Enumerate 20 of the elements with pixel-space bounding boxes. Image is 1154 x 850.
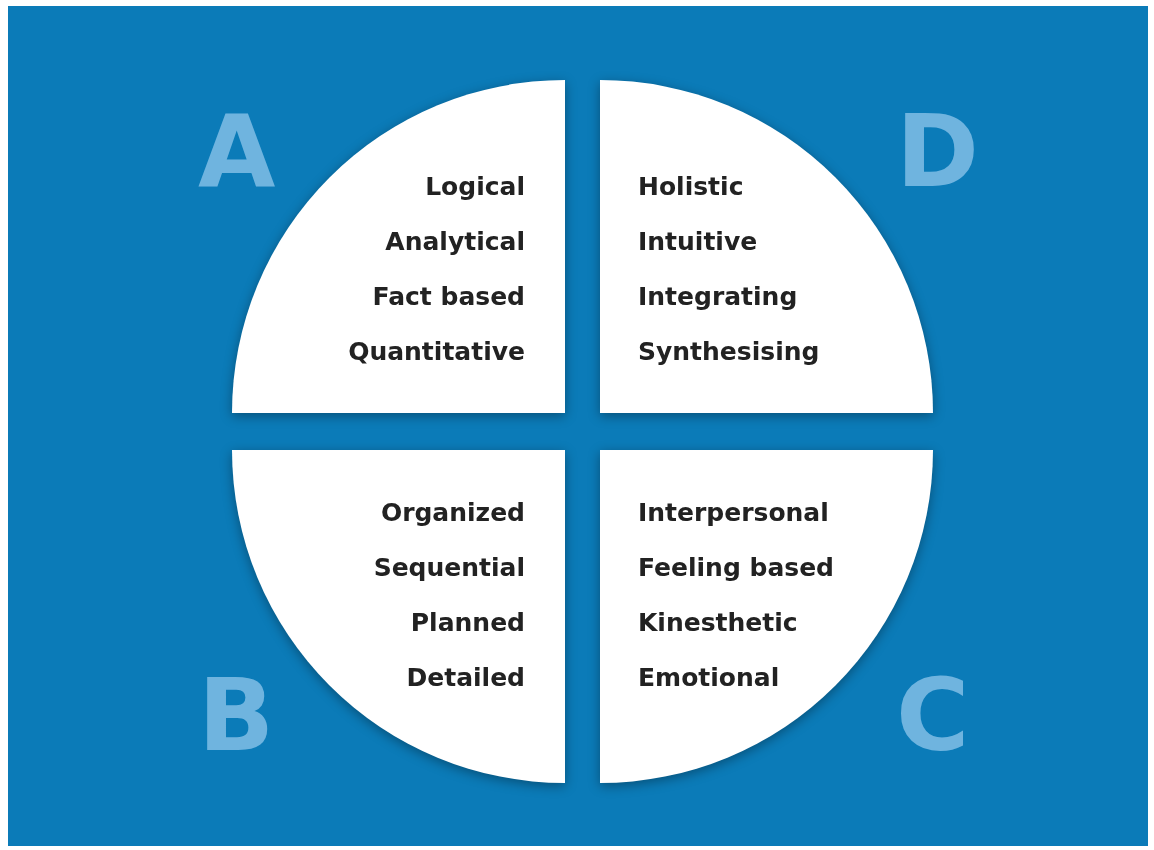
quadrant-letter: C [896,666,970,766]
trait-text: Interpersonal [638,498,829,528]
quadrant-letter: B [198,666,275,766]
trait-text: Detailed [406,663,525,693]
quadrant-letter: D [896,102,979,202]
trait-text: Emotional [638,663,780,693]
trait-text: Planned [410,608,525,638]
trait-text: Intuitive [638,227,758,257]
trait-text: Fact based [372,282,525,312]
quadrant-letter: A [198,102,276,202]
trait-text: Logical [425,172,525,202]
trait-text: Kinesthetic [638,608,798,638]
trait-text: Organized [380,498,525,528]
trait-text: Integrating [638,282,798,312]
trait-text: Holistic [638,172,744,202]
trait-text: Analytical [385,227,525,257]
trait-text: Quantitative [348,337,525,367]
trait-text: Sequential [373,553,525,583]
trait-text: Synthesising [638,337,820,367]
trait-text: Feeling based [638,553,834,583]
